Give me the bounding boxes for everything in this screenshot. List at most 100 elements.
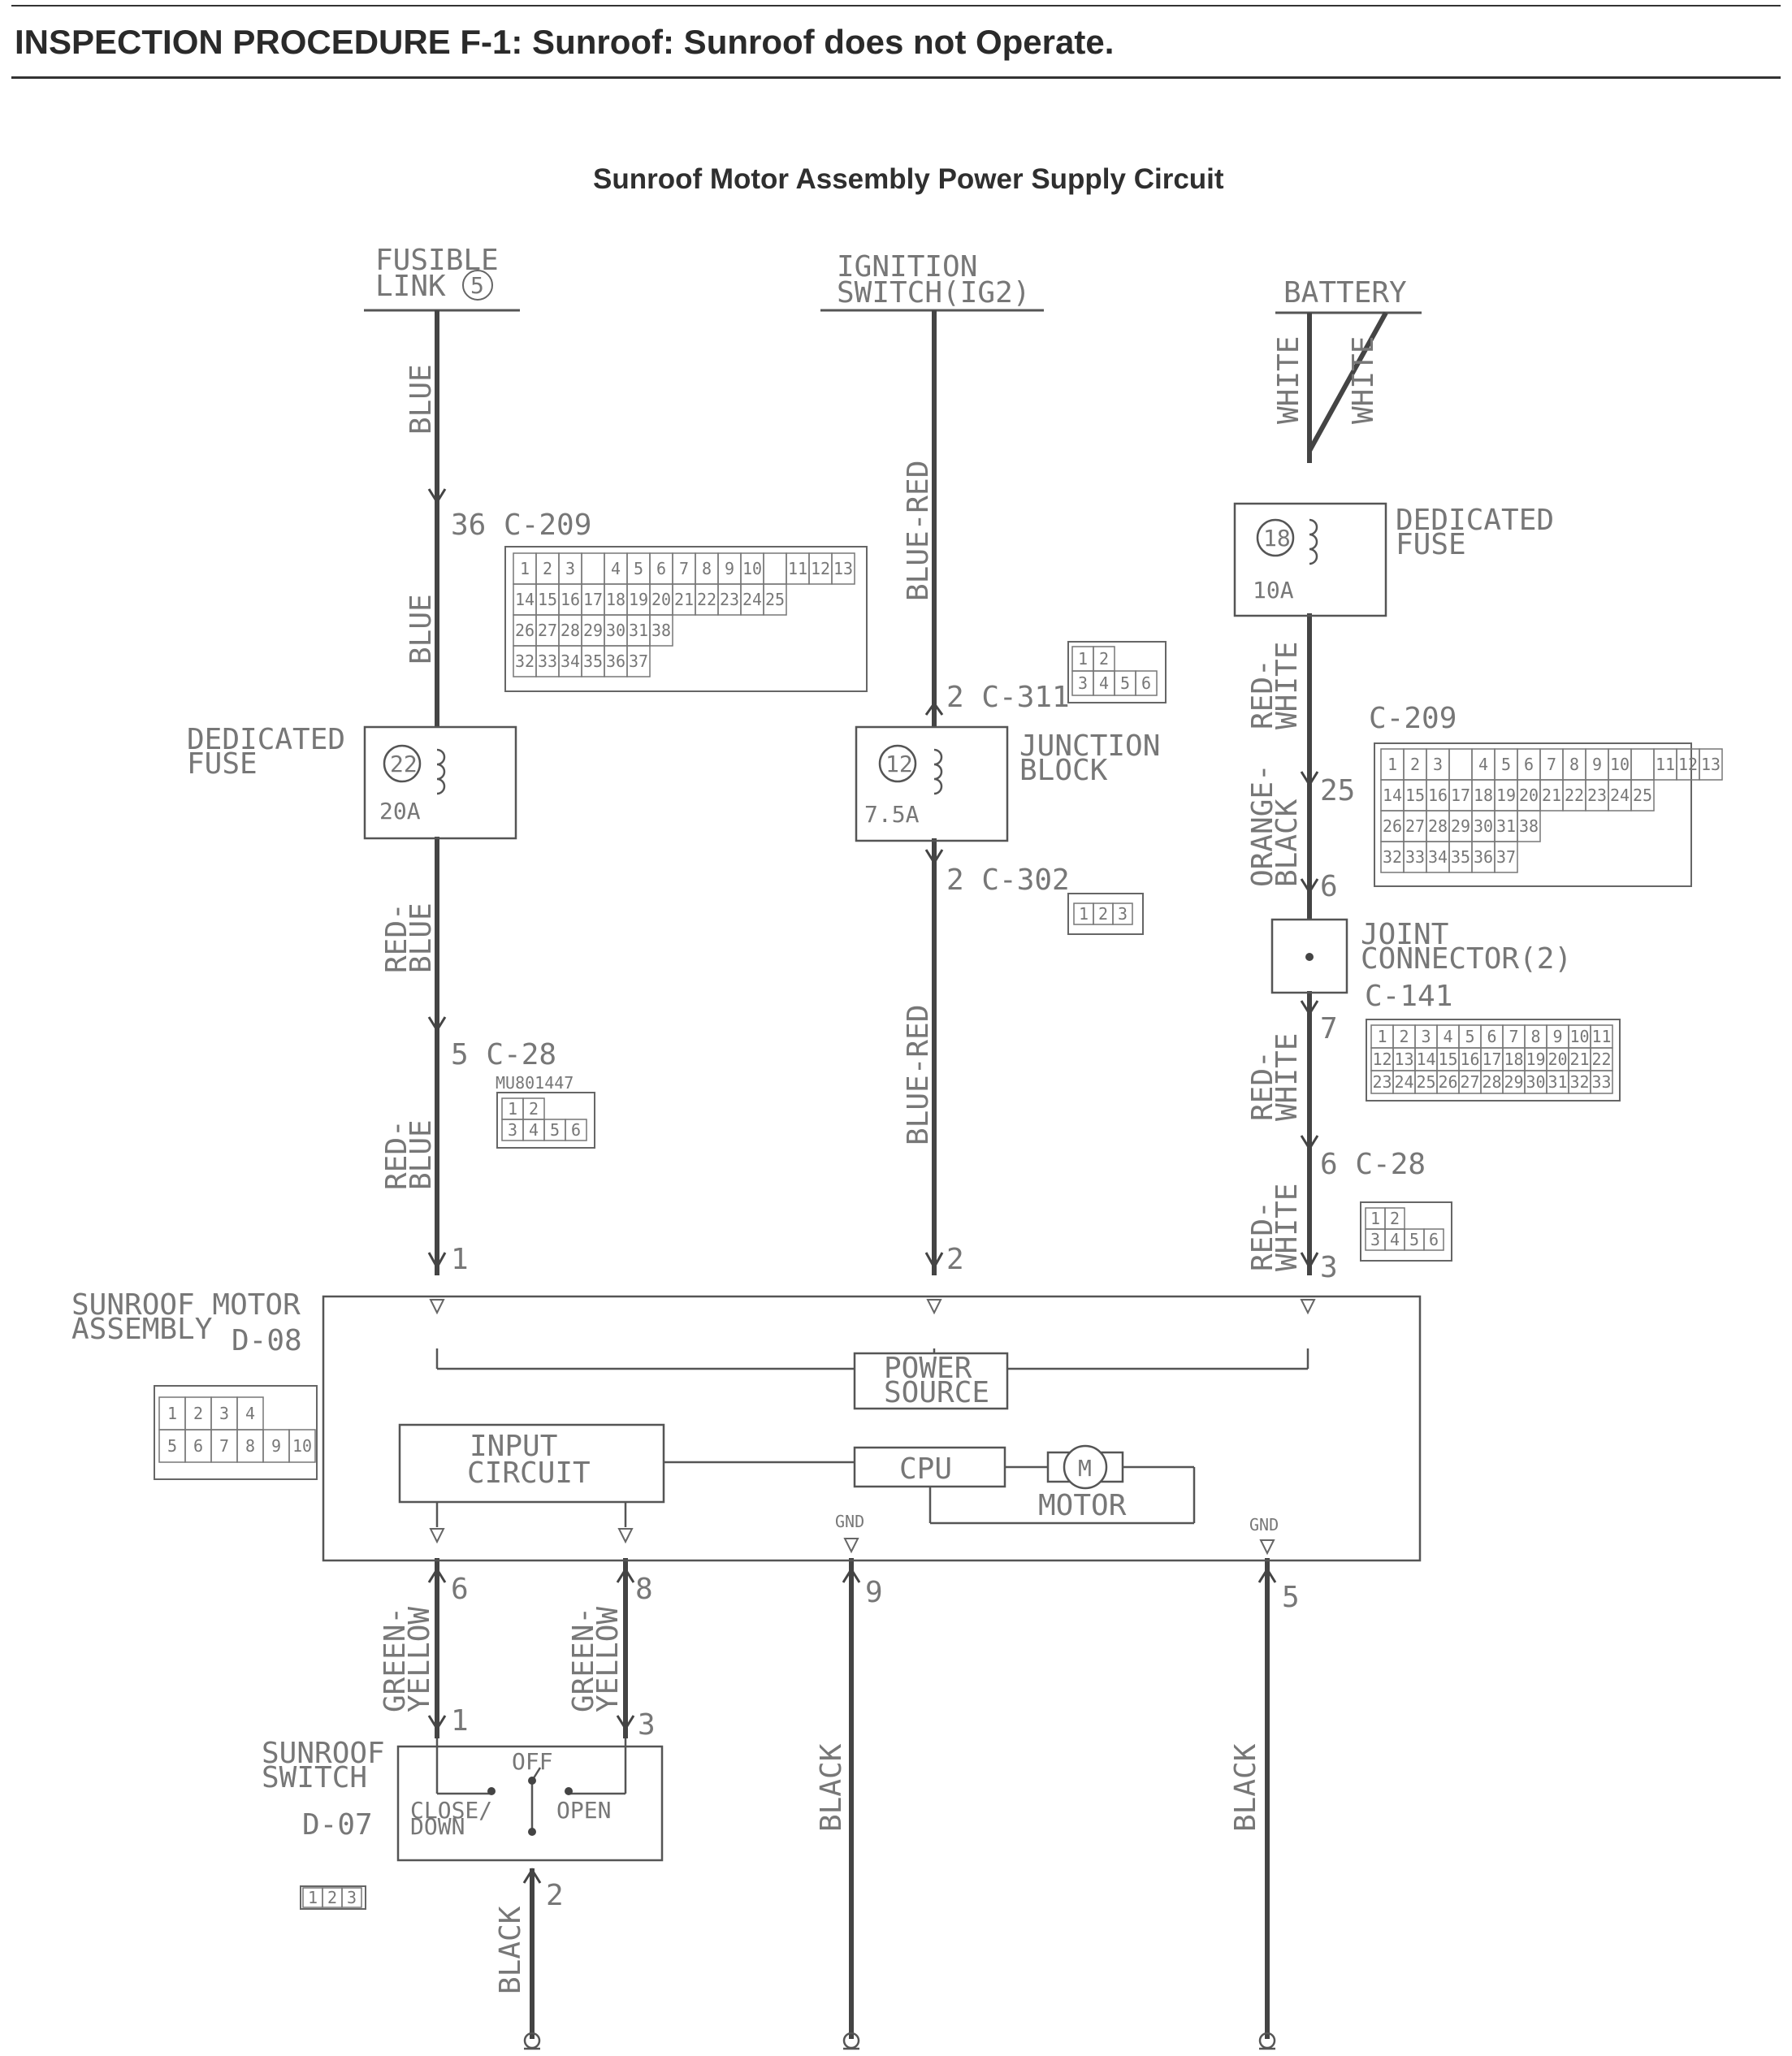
connector-c28-part: MU801447: [496, 1073, 574, 1093]
fusible-link-number: 5: [470, 272, 484, 299]
c28-right-pin: 5: [1409, 1230, 1419, 1249]
c141-pin: 17: [1482, 1050, 1501, 1069]
sunroof-switch-label-2: SWITCH: [262, 1761, 367, 1794]
c209-left-pin: 16: [561, 590, 580, 609]
wire-red-blue-1b: BLUE: [405, 902, 438, 973]
c141-cell: [1590, 1070, 1613, 1094]
c141-pin: 24: [1394, 1072, 1413, 1092]
sunroof-switch-label-1: SUNROOF: [262, 1737, 385, 1770]
c209-left-pin: 29: [583, 621, 603, 640]
c209-right-pin: 36: [1474, 847, 1493, 867]
c141-pin: 21: [1569, 1050, 1589, 1069]
wire-red-white-1a: RED-: [1246, 659, 1279, 729]
c209-right-cell: [1630, 748, 1655, 781]
c209-left-pin: 30: [606, 621, 625, 640]
c209-left-cell: [763, 552, 787, 585]
input-circuit-label-2: CIRCUIT: [467, 1457, 591, 1490]
c28-left-pin: 2: [529, 1099, 539, 1119]
c311-pin: 5: [1120, 673, 1130, 693]
pin-m6: 6: [451, 1573, 469, 1606]
c209-left-pin: 12: [811, 559, 830, 578]
c209-left-pin: 13: [833, 559, 853, 578]
c141-pin: 15: [1438, 1050, 1457, 1069]
input-circuit-label-1: INPUT: [470, 1430, 557, 1463]
c209-left-cell: [649, 614, 673, 647]
c209-right-pin: 21: [1542, 786, 1561, 805]
c28-left-pin: 4: [529, 1120, 539, 1140]
c28-right-cell: [1423, 1228, 1444, 1251]
c141-pin: 13: [1394, 1050, 1413, 1069]
connector-c28-right: 6 C-28: [1320, 1148, 1426, 1181]
pin-s3: 3: [638, 1708, 656, 1742]
c209-right-pin: 13: [1701, 755, 1721, 774]
pin-m3: 3: [1320, 1251, 1338, 1284]
c209-right-cell: [1699, 748, 1723, 781]
pin-6: 6: [1320, 870, 1338, 903]
gnd-label-2: GND: [1249, 1515, 1279, 1534]
c141-pin: 19: [1526, 1050, 1545, 1069]
c209-right-pin: 25: [1633, 786, 1652, 805]
c209-right-pin: 17: [1451, 786, 1470, 805]
d08-cell: [288, 1429, 316, 1463]
c209-left-pin: 10: [742, 559, 762, 578]
power-source-label-1: POWER: [884, 1352, 972, 1385]
switch-open-label: OPEN: [556, 1797, 611, 1824]
c209-right-pin: 33: [1405, 847, 1425, 867]
c141-pin: 33: [1591, 1072, 1611, 1092]
motor-assembly-label-1: SUNROOF MOTOR: [71, 1288, 301, 1322]
wire-white-2: WHITE: [1347, 336, 1380, 424]
wire-white-1: WHITE: [1272, 336, 1305, 424]
c209-left-pin: 9: [725, 559, 734, 578]
junction-block-label-1: JUNCTION: [1019, 729, 1160, 763]
pin-m8: 8: [635, 1573, 653, 1606]
c209-left-cell: [831, 552, 855, 585]
c28-left-pin: 3: [508, 1120, 517, 1140]
c209-right-cell: [1630, 779, 1655, 812]
c209-left-pin: 2: [543, 559, 552, 578]
pin-m5: 5: [1282, 1581, 1300, 1614]
motor-symbol: M: [1078, 1455, 1092, 1482]
c209-right-cell: [1494, 841, 1518, 873]
c209-left-pin: 18: [606, 590, 625, 609]
c141-pin: 26: [1438, 1072, 1457, 1092]
c209-right-pin: 14: [1383, 786, 1402, 805]
title-underline: [11, 76, 1781, 79]
c209-left-cell: [763, 583, 787, 616]
c141-pin: 30: [1526, 1072, 1545, 1092]
c141-pin: 31: [1547, 1072, 1567, 1092]
c209-right-pin: 6: [1524, 755, 1534, 774]
c28-left-pin: 6: [571, 1120, 581, 1140]
c209-left-pin: 38: [651, 621, 671, 640]
wire-red-blue-2b: BLUE: [405, 1119, 438, 1190]
wire-orange-black-b: BLACK: [1270, 799, 1304, 887]
c209-left-pin: 7: [679, 559, 689, 578]
c141-pin: 27: [1460, 1072, 1479, 1092]
c141-pin: 8: [1530, 1027, 1540, 1046]
diagram-subtitle: Sunroof Motor Assembly Power Supply Circ…: [593, 163, 1224, 195]
c141-pin: 10: [1569, 1027, 1589, 1046]
c209-right-pin: 29: [1451, 816, 1470, 836]
c209-right-pin: 20: [1519, 786, 1539, 805]
wire-black-2: BLACK: [1229, 1743, 1262, 1832]
c209-left-pin: 19: [629, 590, 648, 609]
c209-right-pin: 31: [1496, 816, 1516, 836]
c28-left-cell: [565, 1119, 587, 1141]
c209-left-pin: 34: [561, 651, 580, 671]
c209-right-pin: 27: [1405, 816, 1425, 836]
c209-right-cell: [1517, 810, 1541, 842]
d08-pin: 9: [271, 1436, 281, 1456]
dedicated-fuse-left-2: FUSE: [187, 747, 258, 781]
c209-left-pin: 6: [656, 559, 666, 578]
dedicated-fuse-right-1: DEDICATED: [1396, 504, 1554, 537]
c209-right-pin: 16: [1428, 786, 1448, 805]
motor-assembly-id: D-08: [232, 1324, 302, 1357]
c209-right-pin: 35: [1451, 847, 1470, 867]
c209-right-pin: 11: [1656, 755, 1675, 774]
fuse-12-number: 12: [885, 751, 913, 777]
wire-green-yellow-2a: GREEN-: [567, 1607, 600, 1712]
c311-pin: 1: [1078, 649, 1088, 669]
c209-left-pin: 37: [629, 651, 648, 671]
c209-left-cell: [626, 645, 651, 677]
wire-green-yellow-2b: YELLOW: [591, 1607, 625, 1712]
